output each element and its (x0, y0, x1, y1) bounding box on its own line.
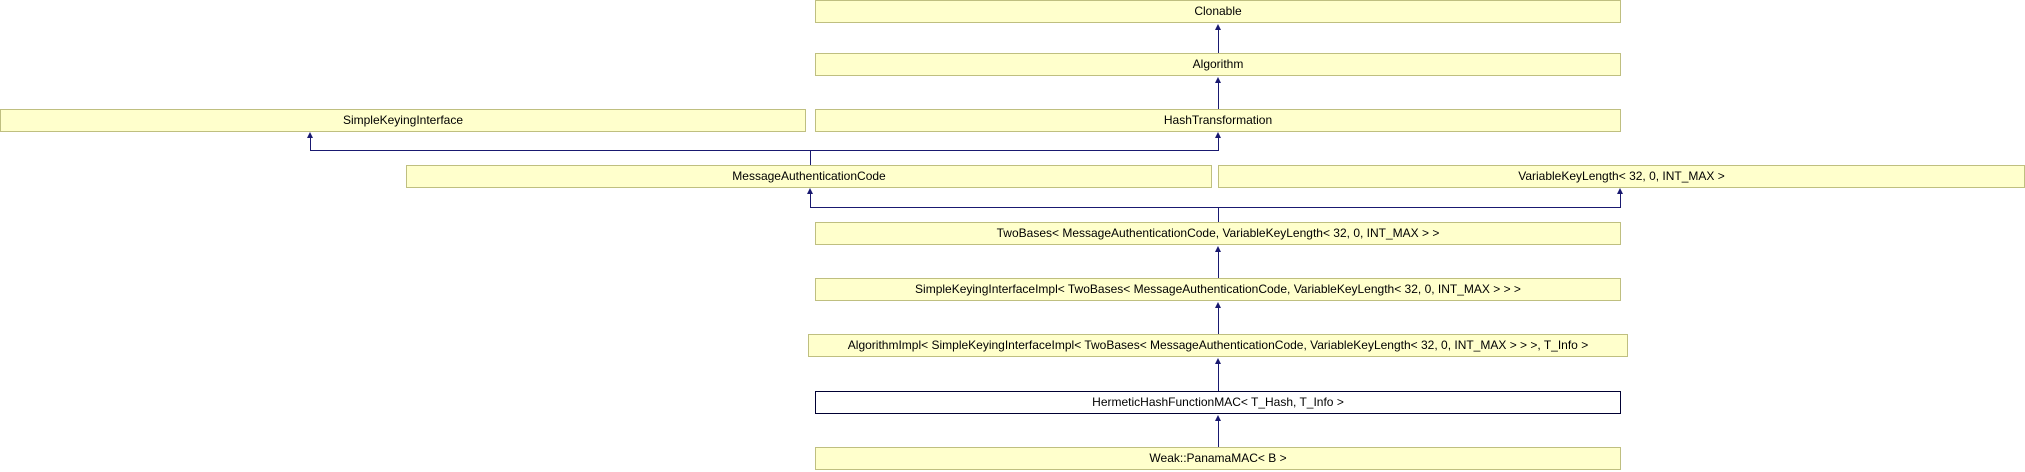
edge-bridge-twobases-parents (810, 207, 1621, 208)
edge-hashtransformation-to-algorithm (1218, 82, 1219, 109)
class-node-hermetic-hash-function-mac[interactable]: HermeticHashFunctionMAC< T_Hash, T_Info … (815, 391, 1621, 414)
class-node-label: AlgorithmImpl< SimpleKeyingInterfaceImpl… (847, 338, 1589, 352)
class-node-label: HermeticHashFunctionMAC< T_Hash, T_Info … (1092, 395, 1344, 409)
class-node-label: Weak::PanamaMAC< B > (1149, 451, 1287, 465)
class-node-two-bases[interactable]: TwoBases< MessageAuthenticationCode, Var… (815, 222, 1621, 245)
edge-skiimpl-to-twobases (1218, 251, 1219, 278)
class-node-label: HashTransformation (1163, 113, 1273, 127)
class-node-label: TwoBases< MessageAuthenticationCode, Var… (996, 226, 1440, 240)
class-node-label: SimpleKeyingInterfaceImpl< TwoBases< Mes… (915, 282, 1521, 296)
edge-twobases-riser (1218, 207, 1219, 222)
arrowhead-twobases-to-mac (807, 188, 813, 194)
class-node-variable-key-length[interactable]: VariableKeyLength< 32, 0, INT_MAX > (1218, 165, 2025, 188)
class-node-label: VariableKeyLength< 32, 0, INT_MAX > (1518, 169, 1725, 183)
arrowhead-twobases-to-variablekeylength (1617, 188, 1623, 194)
class-node-hash-transformation[interactable]: HashTransformation (815, 109, 1621, 132)
class-node-simple-keying-interface[interactable]: SimpleKeyingInterface (0, 109, 806, 132)
edge-twobases-to-variablekeylength (1620, 194, 1621, 208)
class-node-simple-keying-interface-impl[interactable]: SimpleKeyingInterfaceImpl< TwoBases< Mes… (815, 278, 1621, 301)
edge-algorithm-to-clonable (1218, 29, 1219, 53)
arrowhead-panamamac-to-hermetic (1215, 415, 1221, 421)
arrowhead-algorithmimpl-to-skiimpl (1215, 302, 1221, 308)
class-node-message-authentication-code[interactable]: MessageAuthenticationCode (406, 165, 1212, 188)
arrowhead-mac-to-simplekeyinginterface (307, 132, 313, 138)
class-node-algorithm-impl[interactable]: AlgorithmImpl< SimpleKeyingInterfaceImpl… (808, 334, 1628, 357)
arrowhead-skiimpl-to-twobases (1215, 246, 1221, 252)
class-node-label: MessageAuthenticationCode (732, 169, 886, 183)
class-node-weak-panama-mac[interactable]: Weak::PanamaMAC< B > (815, 447, 1621, 470)
edge-hermetic-to-algorithmimpl (1218, 363, 1219, 391)
edge-algorithmimpl-to-skiimpl (1218, 307, 1219, 334)
class-node-label: Algorithm (1192, 57, 1244, 71)
arrowhead-algorithm-to-clonable (1215, 24, 1221, 30)
edge-bridge-mac-parents (310, 150, 1219, 151)
class-node-label: Clonable (1194, 4, 1242, 18)
class-node-label: SimpleKeyingInterface (342, 113, 464, 127)
arrowhead-hermetic-to-algorithmimpl (1215, 358, 1221, 364)
edge-mac-to-simplekeyinginterface (310, 138, 311, 151)
edge-mac-to-hashtransformation (1218, 138, 1219, 151)
arrowhead-hashtransformation-to-algorithm (1215, 77, 1221, 83)
class-node-clonable[interactable]: Clonable (815, 0, 1621, 23)
arrowhead-mac-to-hashtransformation (1215, 132, 1221, 138)
edge-panamamac-to-hermetic (1218, 420, 1219, 447)
edge-mac-riser (810, 150, 811, 165)
class-node-algorithm[interactable]: Algorithm (815, 53, 1621, 76)
edge-twobases-to-mac (810, 194, 811, 208)
